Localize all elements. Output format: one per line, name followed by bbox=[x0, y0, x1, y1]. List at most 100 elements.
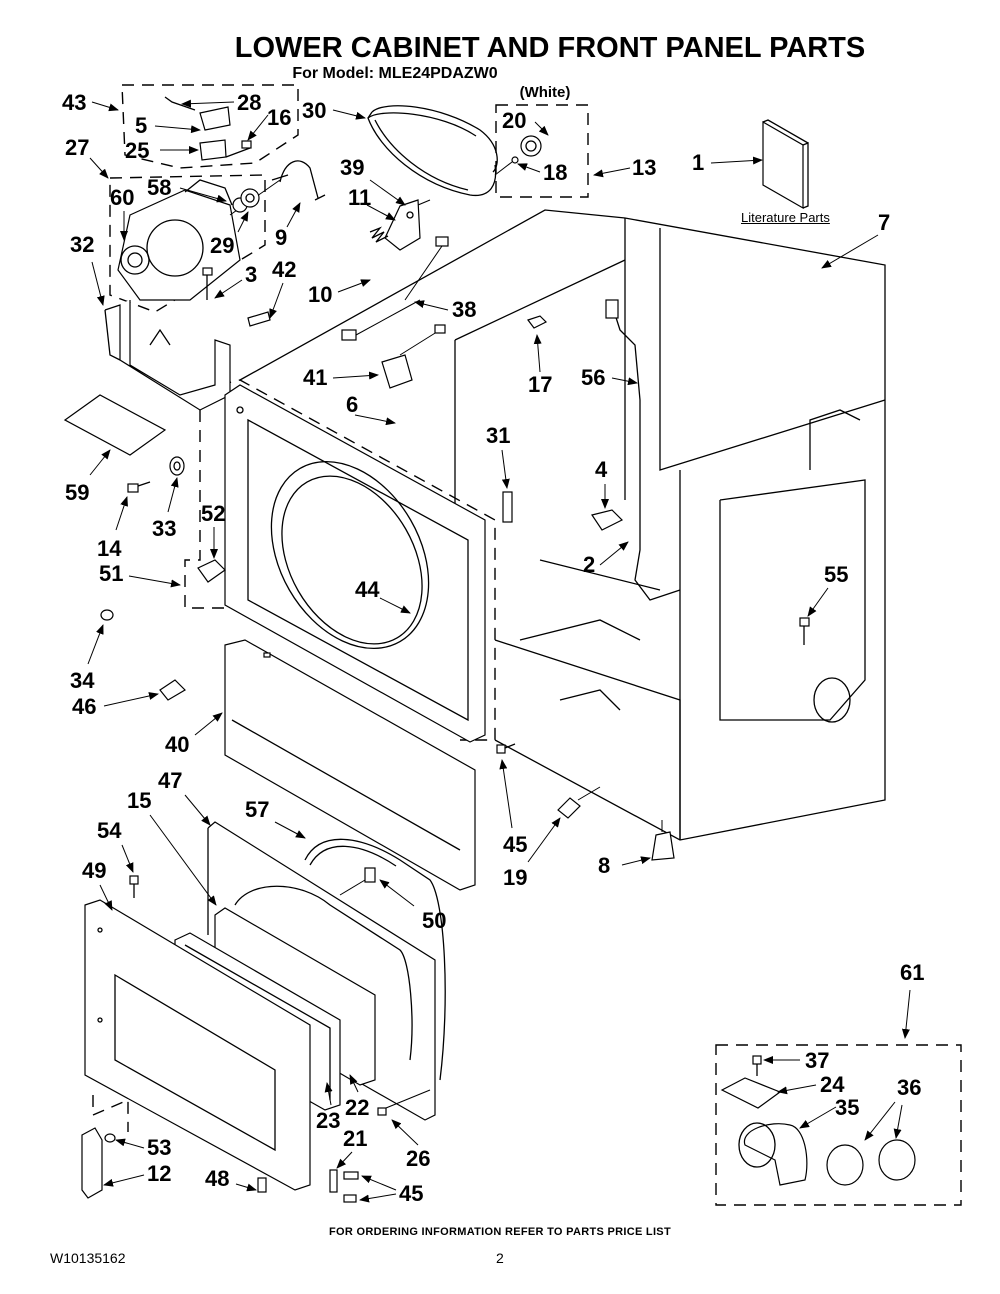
clip-19 bbox=[557, 786, 601, 819]
callout-4: 4 bbox=[595, 457, 608, 482]
callout-24: 24 bbox=[820, 1072, 845, 1097]
kit-box-61 bbox=[715, 1044, 962, 1206]
callout-6: 6 bbox=[346, 392, 358, 417]
callout-21: 21 bbox=[343, 1126, 367, 1151]
callout-15: 15 bbox=[127, 788, 151, 813]
callout-61: 61 bbox=[900, 960, 924, 985]
document-number: W10135162 bbox=[50, 1250, 126, 1266]
callout-29: 29 bbox=[210, 233, 234, 258]
callout-18: 18 bbox=[543, 160, 567, 185]
callout-2: 2 bbox=[583, 552, 595, 577]
callout-59: 59 bbox=[65, 480, 89, 505]
screws-45-lower bbox=[343, 1171, 359, 1203]
callout-45-upper: 45 bbox=[503, 832, 527, 857]
callout-43: 43 bbox=[62, 90, 86, 115]
callout-34: 34 bbox=[70, 668, 95, 693]
color-variant: (White) bbox=[519, 84, 571, 101]
motor-clamp-9 bbox=[271, 160, 326, 201]
leader-arrows bbox=[87, 99, 911, 1203]
callout-41: 41 bbox=[303, 365, 327, 390]
drum-belt-30 bbox=[367, 105, 498, 197]
switch-assembly-43 bbox=[164, 96, 252, 161]
callout-17: 17 bbox=[528, 372, 552, 397]
screw-14 bbox=[127, 481, 151, 493]
page-number: 2 bbox=[496, 1250, 504, 1266]
callout-7: 7 bbox=[878, 210, 890, 235]
glide-34 bbox=[100, 609, 114, 621]
callout-1: 1 bbox=[692, 150, 704, 175]
bolt-42 bbox=[247, 311, 271, 327]
callout-57: 57 bbox=[245, 797, 269, 822]
literature-book-icon bbox=[762, 119, 809, 210]
callout-42: 42 bbox=[272, 257, 296, 282]
callout-10: 10 bbox=[308, 282, 332, 307]
screw-48 bbox=[257, 1177, 267, 1193]
kit-box-43 bbox=[121, 84, 299, 169]
callout-55: 55 bbox=[824, 562, 848, 587]
callout-32: 32 bbox=[70, 232, 94, 257]
front-panel bbox=[224, 384, 486, 743]
callout-49: 49 bbox=[82, 858, 106, 883]
screw-3 bbox=[202, 267, 213, 300]
callout-37: 37 bbox=[805, 1048, 829, 1073]
callout-14: 14 bbox=[97, 536, 122, 561]
spring-10 bbox=[369, 226, 389, 243]
callout-23: 23 bbox=[316, 1108, 340, 1133]
callout-20: 20 bbox=[502, 108, 526, 133]
terminal-block-41 bbox=[341, 236, 449, 389]
clip-31 bbox=[502, 491, 513, 523]
callout-27: 27 bbox=[65, 135, 89, 160]
hinge-21 bbox=[329, 1169, 338, 1193]
callout-33: 33 bbox=[152, 516, 176, 541]
strike-50 bbox=[339, 867, 376, 896]
callout-30: 30 bbox=[302, 98, 326, 123]
callout-5: 5 bbox=[135, 113, 147, 138]
cabinet-7 bbox=[239, 209, 886, 841]
catch-26 bbox=[377, 1089, 431, 1116]
callout-52: 52 bbox=[201, 501, 225, 526]
door-outer-49 bbox=[84, 899, 311, 1191]
literature-parts-label: Literature Parts bbox=[741, 210, 830, 225]
callout-12: 12 bbox=[147, 1161, 171, 1186]
callout-25: 25 bbox=[125, 138, 149, 163]
screw-45-upper bbox=[496, 743, 516, 754]
model-line: For Model: MLE24PDAZW0 bbox=[292, 65, 498, 82]
motor-pulley-58 bbox=[232, 188, 260, 213]
idler-pulley-20 bbox=[494, 135, 542, 176]
callout-47: 47 bbox=[158, 768, 182, 793]
callout-36: 36 bbox=[897, 1075, 921, 1100]
washer-33 bbox=[169, 456, 185, 476]
page-title: LOWER CABINET AND FRONT PANEL PARTS bbox=[234, 32, 866, 64]
glide-52 bbox=[197, 559, 226, 583]
callout-39: 39 bbox=[340, 155, 364, 180]
callout-50: 50 bbox=[422, 908, 446, 933]
callout-38: 38 bbox=[452, 297, 476, 322]
callout-11: 11 bbox=[348, 185, 371, 210]
ordering-note: FOR ORDERING INFORMATION REFER TO PARTS … bbox=[329, 1226, 671, 1238]
callout-60: 60 bbox=[110, 185, 134, 210]
vent-kit-61 bbox=[720, 1055, 916, 1186]
callout-19: 19 bbox=[503, 865, 527, 890]
callout-9: 9 bbox=[275, 225, 287, 250]
callout-40: 40 bbox=[165, 732, 189, 757]
callout-58: 58 bbox=[147, 175, 171, 200]
toe-panel-40 bbox=[224, 639, 476, 891]
callout-53: 53 bbox=[147, 1135, 171, 1160]
screw-55 bbox=[799, 617, 810, 645]
callout-22: 22 bbox=[345, 1095, 369, 1120]
callout-31: 31 bbox=[486, 423, 510, 448]
bracket-46 bbox=[159, 679, 186, 701]
bracket-4 bbox=[591, 509, 624, 531]
pad-59 bbox=[63, 394, 167, 456]
callout-8: 8 bbox=[598, 853, 610, 878]
callout-44: 44 bbox=[355, 577, 380, 602]
callout-51: 51 bbox=[99, 561, 123, 586]
callout-35: 35 bbox=[835, 1095, 859, 1120]
callout-28: 28 bbox=[237, 90, 261, 115]
callout-3: 3 bbox=[245, 262, 257, 287]
idler-arm-39 bbox=[384, 199, 431, 251]
wire-harness-56 bbox=[605, 299, 681, 601]
callout-13: 13 bbox=[632, 155, 656, 180]
door-gasket-57 bbox=[304, 838, 446, 1081]
screw-54 bbox=[129, 875, 139, 898]
